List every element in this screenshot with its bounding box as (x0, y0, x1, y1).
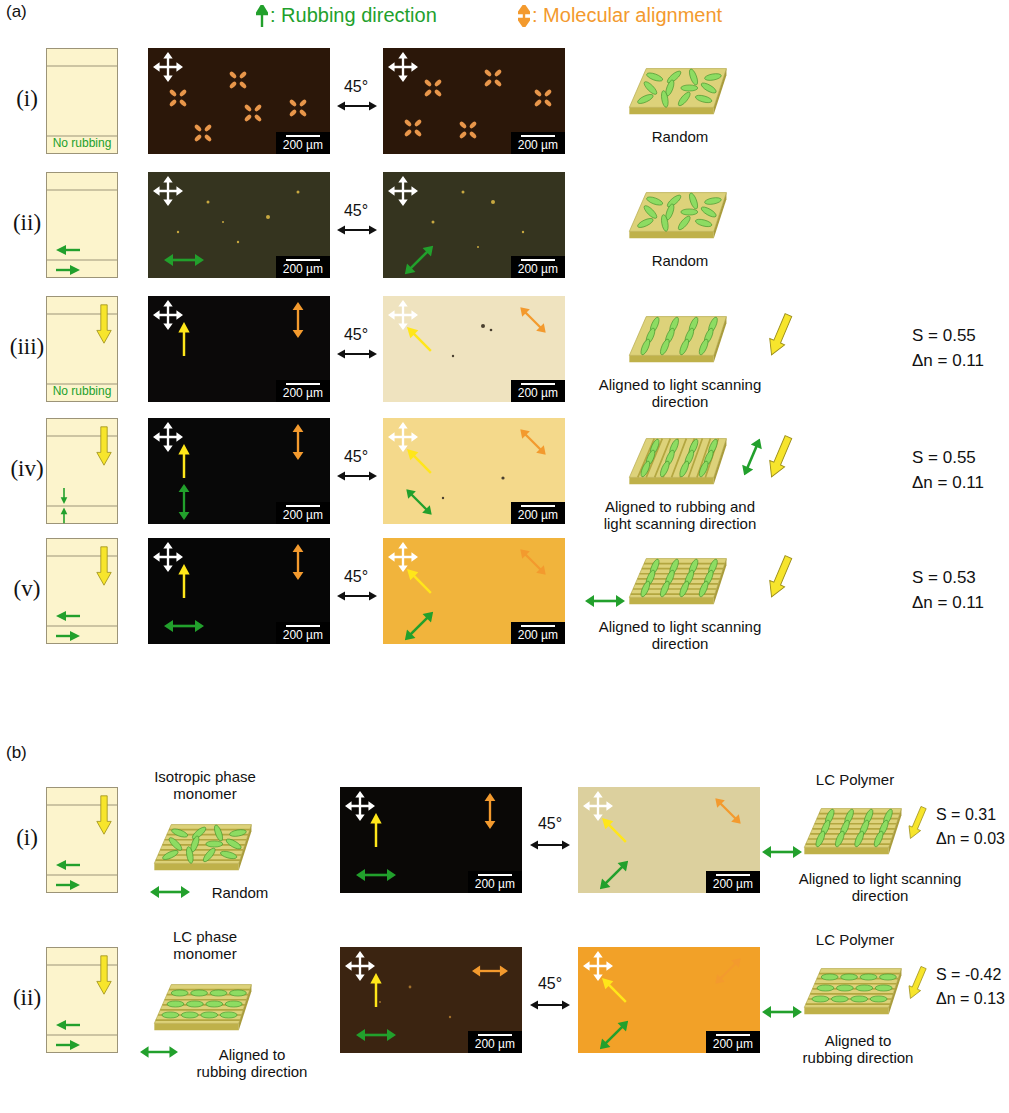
rotation-label: 45° (538, 975, 562, 993)
legend-arrow-path (519, 5, 530, 27)
alignment-label: Random (652, 252, 709, 269)
scale-bar-text: 200 µm (518, 629, 558, 642)
rotation-label: 45° (344, 78, 368, 96)
birefringence: Δn = 0.13 (936, 990, 1005, 1008)
legend-text: : Molecular alignment (532, 4, 722, 27)
scale-bar-line (716, 1034, 750, 1036)
alignment-label: Aligned to rubbing and light scanning di… (595, 498, 765, 533)
scale-bar-line (286, 135, 320, 137)
scale-bar: 200 µm (511, 132, 565, 154)
scale-bar: 200 µm (511, 622, 565, 644)
rotation-label: 45° (344, 448, 368, 466)
order-parameter: S = 0.55 (912, 326, 976, 346)
scale-bar: 200 µm (511, 502, 565, 524)
rubbing-note: No rubbing (53, 385, 112, 399)
scale-bar-text: 200 µm (713, 878, 753, 891)
scale-bar: 200 µm (706, 871, 760, 893)
birefringence: Δn = 0.11 (912, 593, 984, 613)
scale-bar-line (286, 383, 320, 385)
scale-bar-line (521, 625, 555, 627)
scale-bar: 200 µm (276, 502, 330, 524)
row-label: (i) (16, 825, 38, 851)
rotation-label: 45° (344, 202, 368, 220)
phase-label: Isotropic phase monomer (140, 768, 270, 803)
scale-bar-line (286, 625, 320, 627)
scale-bar-text: 200 µm (475, 1038, 515, 1051)
scale-bar: 200 µm (276, 622, 330, 644)
row-label: (ii) (13, 985, 41, 1011)
legend-entry: : Rubbing direction (256, 4, 437, 27)
scale-bar: 200 µm (276, 132, 330, 154)
scale-bar-text: 200 µm (475, 878, 515, 891)
phase-label: LC Polymer (816, 931, 894, 948)
scale-bar-text: 200 µm (283, 509, 323, 522)
order-parameter: S = 0.31 (936, 806, 996, 824)
scale-bar-text: 200 µm (518, 263, 558, 276)
alignment-label: Aligned to rubbing direction (801, 1032, 916, 1067)
order-parameter: S = 0.53 (912, 568, 976, 588)
panel-label: (a) (6, 2, 27, 22)
phase-label: LC phase monomer (155, 928, 255, 963)
scale-bar: 200 µm (511, 380, 565, 402)
rotation-label: 45° (344, 326, 368, 344)
scale-bar-line (286, 505, 320, 507)
scale-bar: 200 µm (276, 256, 330, 278)
phase-label: LC Polymer (816, 771, 894, 788)
scale-bar-text: 200 µm (283, 387, 323, 400)
row-label: (v) (14, 576, 41, 602)
order-parameter: S = 0.55 (912, 448, 976, 468)
scale-bar-line (478, 1034, 512, 1036)
alignment-label: Aligned to light scanning direction (595, 376, 765, 411)
birefringence: Δn = 0.11 (912, 351, 984, 371)
scale-bar-text: 200 µm (283, 629, 323, 642)
rotation-label: 45° (538, 815, 562, 833)
alignment-label: Aligned to rubbing direction (195, 1046, 310, 1081)
birefringence: Δn = 0.11 (912, 473, 984, 493)
scale-bar-line (716, 874, 750, 876)
scale-bar-line (286, 259, 320, 261)
scale-bar-text: 200 µm (518, 509, 558, 522)
row-label: (iv) (10, 456, 43, 482)
panel-label: (b) (6, 743, 27, 763)
scale-bar-line (478, 874, 512, 876)
legend-arrow-sample (256, 5, 268, 27)
legend-arrow-sample (518, 5, 530, 27)
alignment-label: Random (652, 128, 709, 145)
legend-entry: : Molecular alignment (518, 4, 722, 27)
legend-arrow-path (257, 5, 268, 27)
scale-bar: 200 µm (706, 1031, 760, 1053)
scale-bar: 200 µm (468, 871, 522, 893)
alignment-label: Aligned to light scanning direction (595, 618, 765, 653)
substrate-schematic: No rubbing (46, 48, 118, 154)
scale-bar: 200 µm (468, 1031, 522, 1053)
legend-text: : Rubbing direction (270, 4, 437, 27)
alignment-label: Aligned to light scanning direction (795, 870, 965, 905)
order-parameter: S = -0.42 (936, 966, 1001, 984)
scale-bar-text: 200 µm (518, 387, 558, 400)
scale-bar-line (521, 135, 555, 137)
rubbing-note: No rubbing (53, 137, 112, 151)
scale-bar-text: 200 µm (713, 1038, 753, 1051)
scale-bar-text: 200 µm (518, 139, 558, 152)
alignment-label: Random (212, 884, 269, 901)
birefringence: Δn = 0.03 (936, 830, 1005, 848)
scale-bar-text: 200 µm (283, 139, 323, 152)
scale-bar-line (521, 259, 555, 261)
row-label: (i) (16, 86, 38, 112)
scale-bar-line (521, 505, 555, 507)
scale-bar-text: 200 µm (283, 263, 323, 276)
scale-bar: 200 µm (511, 256, 565, 278)
scale-bar: 200 µm (276, 380, 330, 402)
row-label: (ii) (13, 210, 41, 236)
row-label: (iii) (10, 334, 45, 360)
substrate-schematic: No rubbing (46, 296, 118, 402)
scale-bar-line (521, 383, 555, 385)
rotation-label: 45° (344, 568, 368, 586)
